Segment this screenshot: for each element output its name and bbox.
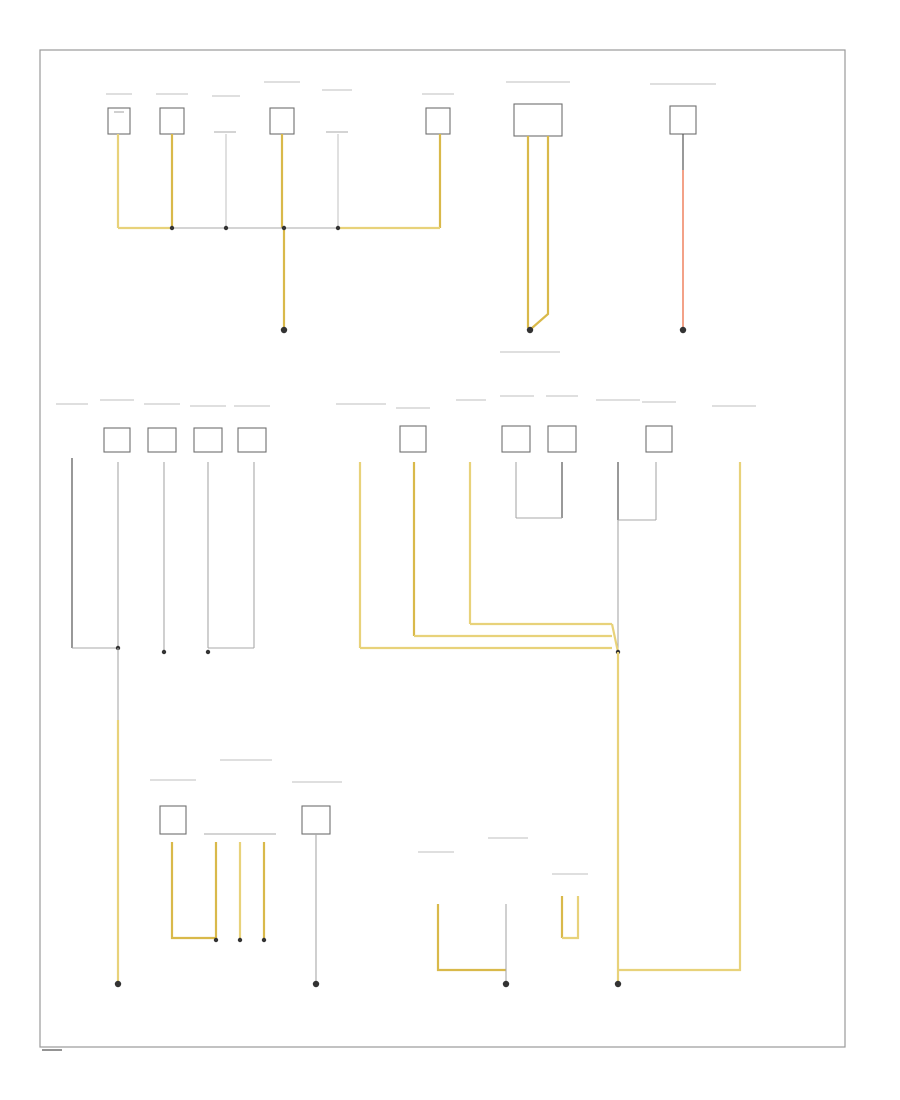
wire [170, 842, 216, 940]
splice [169, 225, 175, 231]
component-top-7 [513, 103, 563, 137]
wire [436, 904, 506, 972]
ground-point [312, 980, 320, 988]
splice [237, 937, 243, 943]
component-top-6 [425, 107, 451, 135]
splice [261, 937, 267, 943]
wire [618, 462, 742, 972]
ground-point [502, 980, 510, 988]
component-bottom-1 [159, 805, 187, 835]
component-bottom-3 [301, 805, 331, 835]
ground-point [679, 326, 687, 334]
ground-point [614, 980, 622, 988]
diagram-frame [39, 49, 846, 1048]
wire [562, 896, 580, 940]
label-marks-mid [56, 395, 756, 409]
ground-point [114, 980, 122, 988]
ground-point [526, 326, 534, 334]
label-marks-top [106, 81, 716, 353]
splice [335, 225, 341, 231]
component-top-1 [107, 107, 131, 135]
splice [281, 225, 287, 231]
splice [223, 225, 229, 231]
splice [213, 937, 219, 943]
ground-point [280, 326, 288, 334]
wire [610, 623, 620, 653]
label-marks-bottom [150, 759, 588, 875]
splice [205, 649, 211, 655]
component-top-8 [669, 105, 697, 135]
component-top-4 [269, 107, 295, 135]
component-mid-left-boxes [103, 427, 267, 453]
component-top-2 [159, 107, 185, 135]
component-mid-right-boxes [399, 425, 673, 453]
splice [161, 649, 167, 655]
wire [531, 136, 550, 329]
